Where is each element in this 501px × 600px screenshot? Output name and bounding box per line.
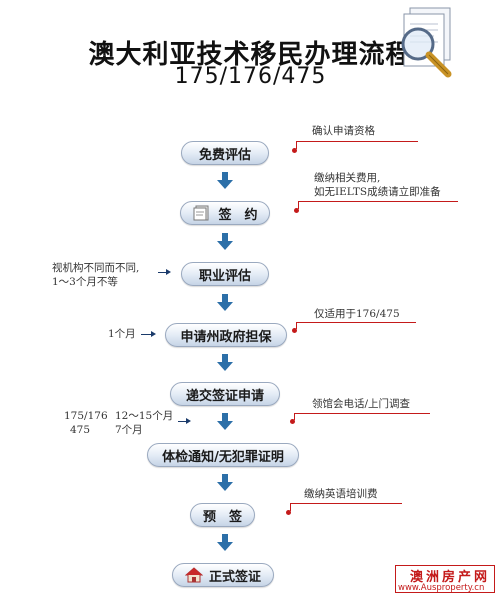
- note-leader: [296, 141, 297, 149]
- step-occupation-assessment: 职业评估: [181, 262, 269, 286]
- note-dot: [290, 419, 295, 424]
- note-dot: [294, 208, 299, 213]
- flow-arrow: [217, 474, 233, 491]
- note-processing-visa-types: 175/176: [64, 410, 108, 422]
- note-underline: [296, 322, 416, 323]
- note-sponsorship-duration: 1个月: [108, 328, 136, 340]
- step-free-assessment: 免费评估: [181, 141, 269, 165]
- note-underline: [294, 413, 430, 414]
- note-176-475-only: 仅适用于176/475: [314, 308, 400, 320]
- note-processing-visa-types-2: 475: [70, 424, 91, 436]
- flow-arrow: [217, 354, 233, 371]
- note-dot: [286, 510, 291, 515]
- note-leader: [296, 322, 297, 329]
- note-confirm-eligibility: 确认申请资格: [312, 125, 375, 137]
- note-dot: [292, 148, 297, 153]
- step-state-sponsorship: 申请州政府担保: [165, 323, 287, 347]
- side-arrow-head: [166, 269, 171, 275]
- note-processing-time-1: 12～15个月: [115, 410, 174, 422]
- step-final-visa: 正式签证: [172, 563, 274, 587]
- note-fees-line2: 如无IELTS成绩请立即准备: [314, 186, 441, 198]
- note-dot: [292, 328, 297, 333]
- note-underline: [290, 503, 402, 504]
- flow-arrow: [217, 413, 233, 430]
- side-arrow-line: [141, 334, 151, 335]
- document-icon: [192, 205, 212, 221]
- house-icon: [184, 567, 203, 583]
- note-underline: [296, 141, 418, 142]
- note-assessment-duration-line2: 1～3个月不等: [52, 276, 118, 288]
- page-subtitle: 175/176/475: [174, 64, 327, 89]
- flow-arrow: [217, 233, 233, 250]
- side-arrow-line: [178, 421, 186, 422]
- note-english-training: 缴纳英语培训费: [304, 488, 378, 500]
- note-leader: [294, 413, 295, 420]
- step-visa-application: 递交签证申请: [170, 382, 280, 406]
- step-pre-visa: 预 签: [190, 503, 255, 527]
- step-sign-contract: 签 约: [180, 201, 270, 225]
- watermark-url: www.Ausproperty.cn: [398, 583, 485, 593]
- note-processing-time-2: 7个月: [115, 424, 143, 436]
- flow-arrow: [217, 534, 233, 551]
- note-embassy-check: 领馆会电话/上门调查: [312, 398, 411, 410]
- watermark-name: 澳洲房产网: [410, 570, 491, 585]
- step-medical-police: 体检通知/无犯罪证明: [147, 443, 299, 467]
- note-fees-line1: 缴纳相关费用,: [314, 172, 381, 184]
- page-title: 澳大利亚技术移民办理流程: [88, 40, 413, 70]
- note-assessment-duration-line1: 视机构不同而不同,: [52, 262, 140, 274]
- note-leader: [298, 201, 299, 209]
- note-leader: [290, 503, 291, 511]
- flow-arrow: [217, 294, 233, 311]
- note-underline: [298, 201, 458, 202]
- side-arrow-head: [151, 331, 156, 337]
- watermark-frame: [395, 565, 495, 593]
- side-arrow-line: [158, 272, 166, 273]
- flow-arrow: [217, 172, 233, 189]
- side-arrow-head: [186, 418, 191, 424]
- magnifier-document-icon: [401, 7, 452, 78]
